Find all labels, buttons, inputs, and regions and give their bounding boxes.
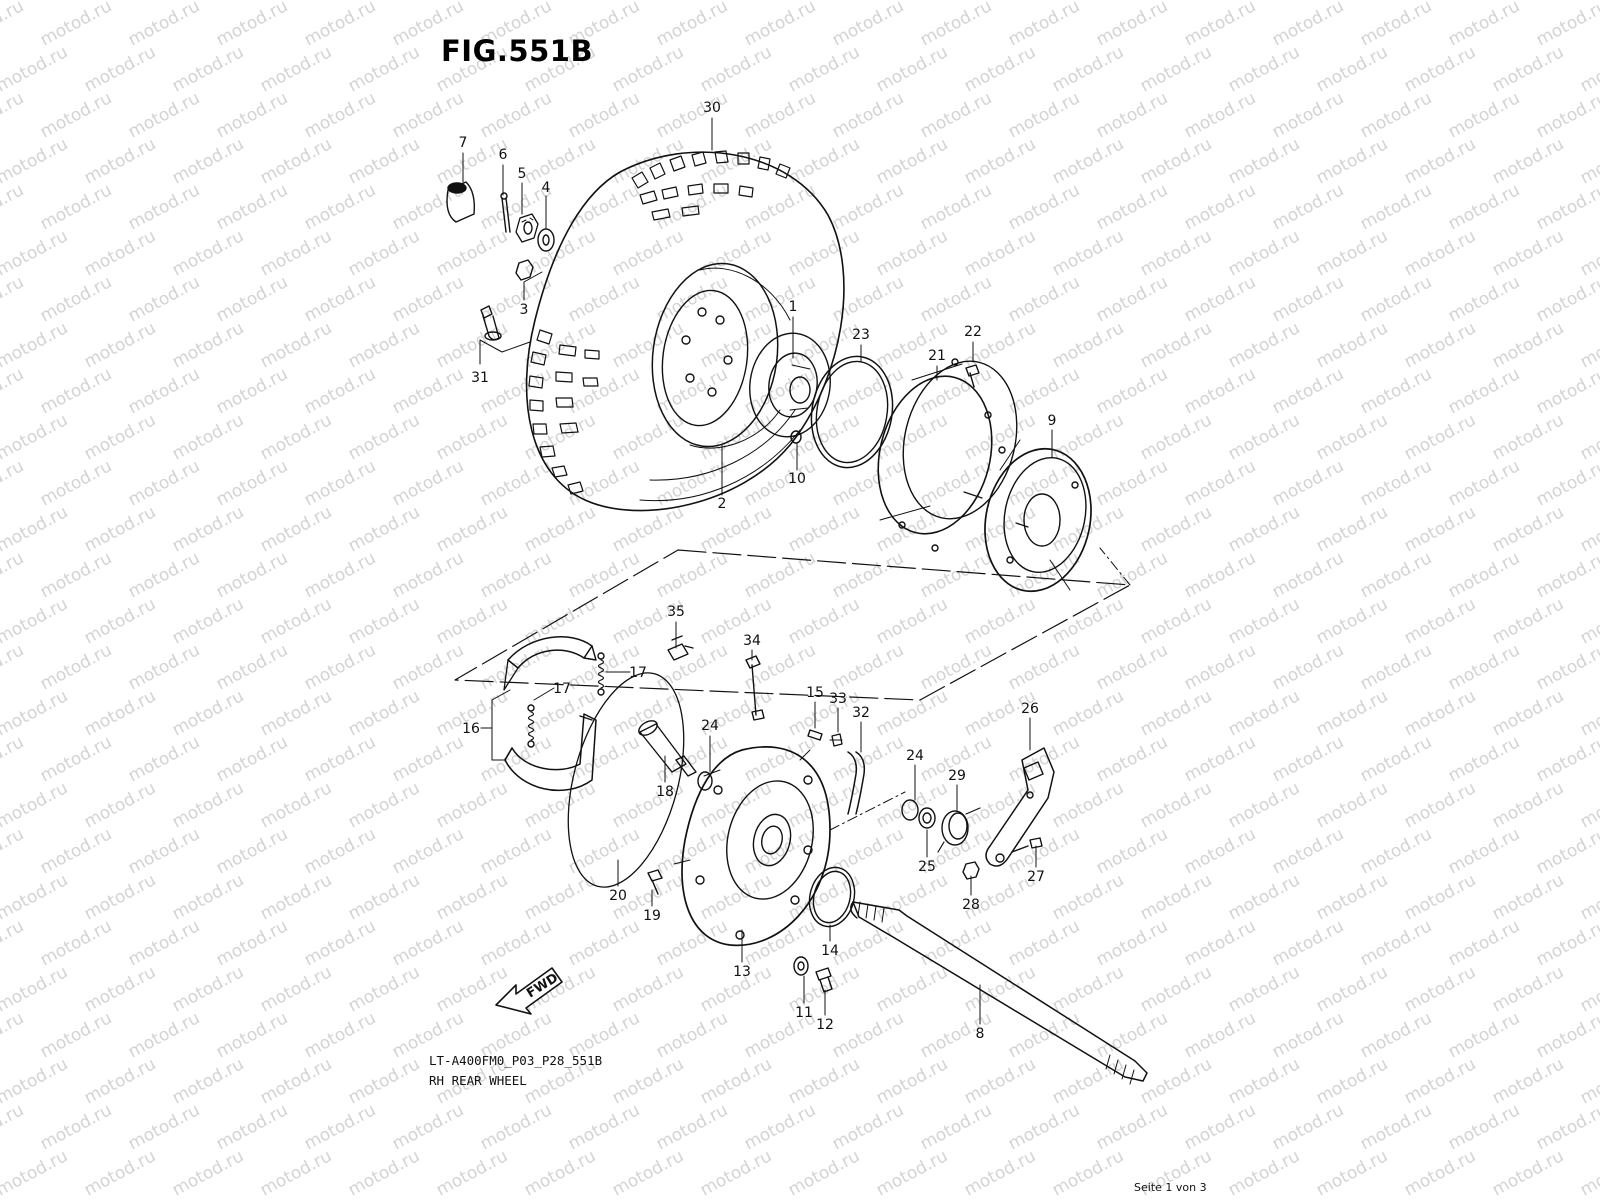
callout-15: 15	[806, 685, 824, 701]
callout-32: 32	[852, 705, 870, 721]
model-code-caption: LT-A400FM0_P03_P28_551B	[429, 1053, 603, 1068]
axle-shaft-8	[850, 901, 1148, 1085]
brake-shoe-16-upper	[503, 636, 597, 691]
callout-13: 13	[733, 964, 751, 980]
return-spring-29	[937, 807, 981, 853]
page-indicator: Seite 1 von 3	[1134, 1181, 1207, 1194]
washer-25	[918, 807, 936, 829]
washer-4	[537, 228, 555, 252]
callout-17-right: 17	[629, 665, 647, 681]
callout-14: 14	[821, 943, 839, 959]
o-ring-24-right	[901, 799, 919, 821]
callout-23: 23	[852, 327, 870, 343]
connection-line-lower	[829, 791, 906, 831]
callout-31: 31	[471, 370, 489, 386]
callout-18: 18	[656, 784, 674, 800]
washer-11	[793, 956, 809, 976]
callout-2: 2	[718, 496, 727, 512]
camshaft-18	[638, 720, 697, 777]
hub-cap-7	[446, 181, 476, 223]
fwd-arrow-icon: FWD	[495, 967, 563, 1015]
callout-34: 34	[743, 633, 761, 649]
leader-lines	[462, 117, 1053, 1025]
cotter-pin-6	[500, 192, 511, 233]
drain-bolt-12	[815, 967, 833, 993]
brake-cam-lever-26	[985, 747, 1055, 867]
callout-24-left: 24	[701, 718, 719, 734]
callout-22: 22	[964, 324, 982, 340]
pin-15	[807, 729, 823, 741]
spring-17-left	[527, 704, 535, 748]
seal-ring-23	[810, 355, 894, 469]
callout-28: 28	[962, 897, 980, 913]
bolt-19	[647, 869, 663, 895]
callout-8: 8	[976, 1026, 985, 1042]
hose-32	[847, 751, 866, 815]
callout-30: 30	[703, 100, 721, 116]
callout-7: 7	[459, 135, 468, 151]
callout-33: 33	[829, 691, 847, 707]
callout-25: 25	[918, 859, 936, 875]
assembly-outline-dashed	[454, 549, 1131, 701]
bolt-22	[965, 364, 980, 388]
nut-3	[515, 259, 534, 281]
callout-10: 10	[788, 471, 806, 487]
figure-name-caption: RH REAR WHEEL	[429, 1073, 527, 1088]
nut-28	[962, 861, 980, 880]
brake-drum-9	[963, 439, 1092, 593]
callout-27: 27	[1027, 869, 1045, 885]
rim-2	[651, 262, 791, 449]
callout-17-left: 17	[553, 681, 571, 697]
callout-1: 1	[789, 299, 798, 315]
callout-19: 19	[643, 908, 661, 924]
callout-9: 9	[1048, 413, 1057, 429]
callout-20: 20	[609, 888, 627, 904]
callout-24-right: 24	[906, 748, 924, 764]
brake-panel-13	[673, 746, 831, 947]
callout-3: 3	[520, 302, 529, 318]
callout-6: 6	[499, 147, 508, 163]
callout-12: 12	[816, 1017, 834, 1033]
drum-cover-21	[877, 358, 1018, 552]
callout-16: 16	[462, 721, 480, 737]
o-ring-24-left	[697, 771, 713, 791]
large-o-ring-20	[567, 672, 685, 888]
valve-stem-31	[480, 305, 502, 341]
figure-title: FIG.551B	[441, 34, 594, 68]
spring-17-right	[597, 652, 605, 696]
callout-21: 21	[928, 348, 946, 364]
callout-29: 29	[948, 768, 966, 784]
tire-30	[525, 150, 845, 512]
callout-4: 4	[542, 180, 551, 196]
callout-26: 26	[1021, 701, 1039, 717]
o-ring-10	[790, 430, 802, 444]
callout-5: 5	[518, 166, 527, 182]
brake-shoe-16-lower	[504, 713, 597, 792]
clip-35	[667, 635, 694, 661]
hub-1	[749, 332, 831, 438]
bolt-27	[1011, 837, 1043, 853]
callout-11: 11	[795, 1005, 813, 1021]
callout-35: 35	[667, 604, 685, 620]
connection-line-upper	[1099, 547, 1131, 586]
cable-guide-34	[745, 655, 765, 721]
castle-nut-5	[515, 213, 539, 243]
grommet-33	[829, 733, 843, 747]
